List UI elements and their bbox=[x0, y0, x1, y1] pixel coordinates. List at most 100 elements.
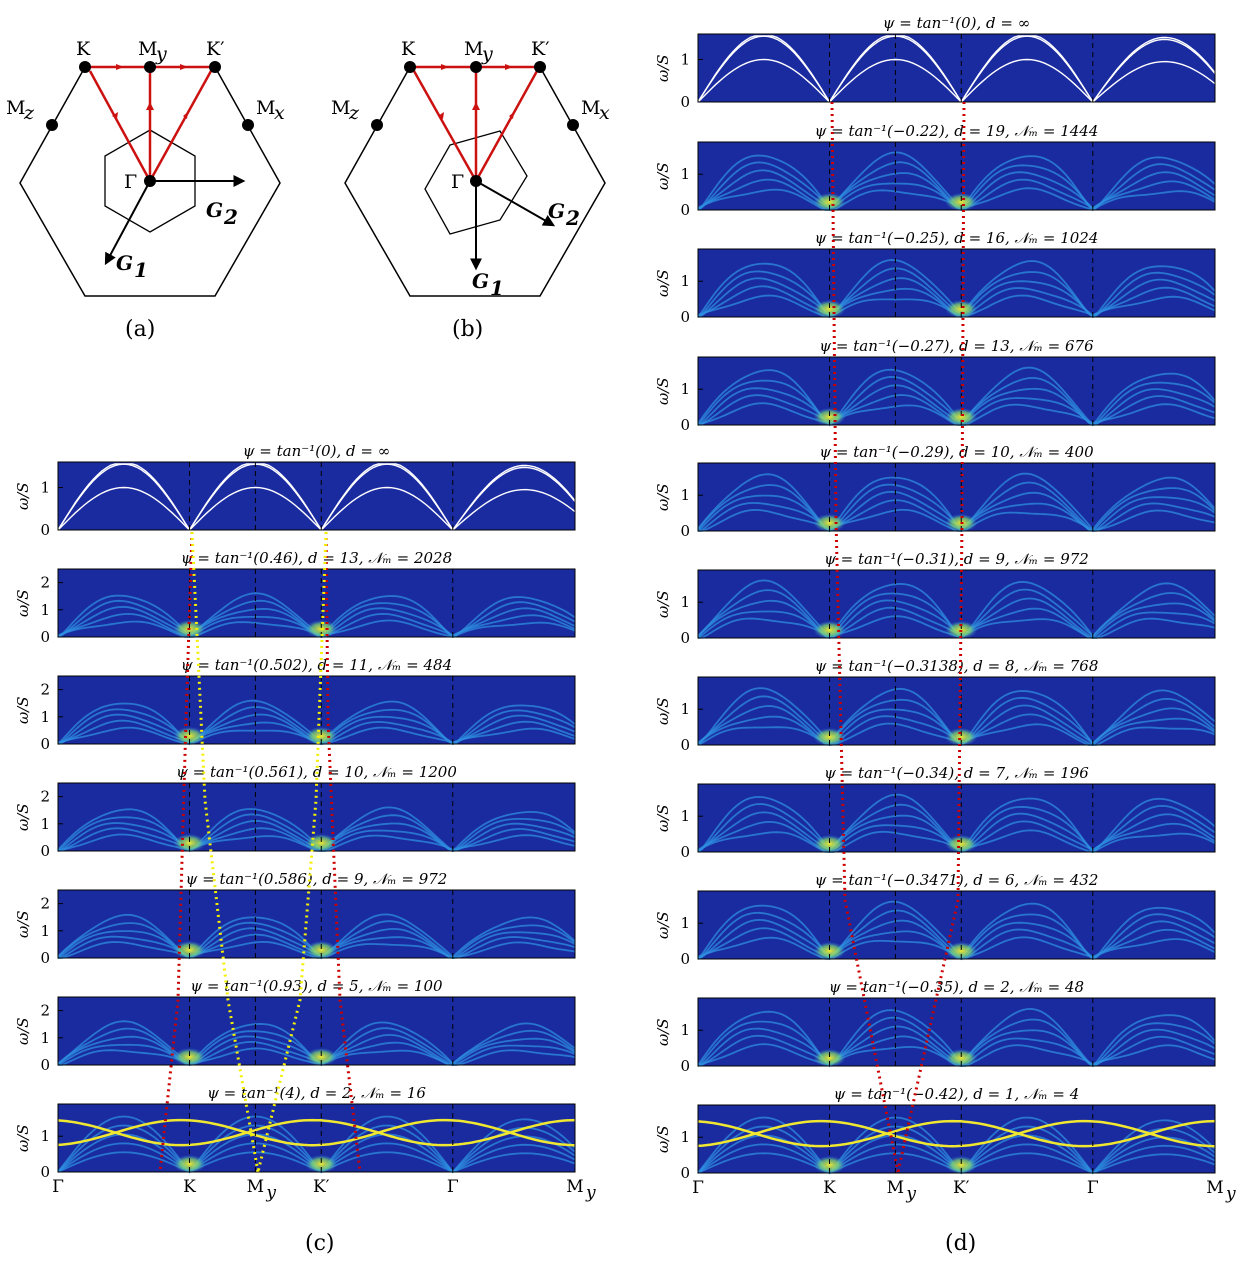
guide-lines bbox=[158, 101, 966, 1173]
y-axis-label: ω/S bbox=[14, 1124, 32, 1152]
x-tick-label: Γ bbox=[692, 1178, 704, 1198]
y-tick-label: 0 bbox=[680, 522, 690, 540]
y-tick-label: 0 bbox=[40, 949, 50, 967]
spectrum-panels: ψ = tan⁻¹(0), d = ∞01ω/Sψ = tan⁻¹(0.46),… bbox=[14, 14, 1216, 1182]
low-energy-peak bbox=[305, 1155, 338, 1173]
y-tick-label: 1 bbox=[680, 914, 690, 932]
label-k: K bbox=[76, 38, 91, 60]
y-tick-label: 1 bbox=[680, 272, 690, 290]
label-g2: G bbox=[206, 198, 223, 222]
panel-frame bbox=[57, 1103, 576, 1173]
caption-d: (d) bbox=[945, 1231, 976, 1256]
point-kp bbox=[209, 61, 221, 73]
red-guide-right bbox=[896, 101, 966, 1173]
flat-band bbox=[57, 1118, 576, 1147]
panel-title: ψ = tan⁻¹(4), d = 2, 𝒩ₘ = 16 bbox=[207, 1084, 426, 1102]
label-g2-sub: 2 bbox=[565, 206, 580, 230]
label-m: M bbox=[138, 38, 157, 60]
flat-band bbox=[57, 1118, 576, 1147]
low-energy-peak bbox=[945, 835, 978, 853]
panel-title: ψ = tan⁻¹(0.586), d = 9, 𝒩ₘ = 972 bbox=[186, 870, 448, 888]
bz-panel-a: K M y K′ M z M x Γ G 2 G 1 (a) bbox=[6, 38, 285, 342]
y-tick-label: 1 bbox=[680, 1128, 690, 1146]
y-tick-label: 0 bbox=[680, 416, 690, 434]
inner-hexagon bbox=[424, 130, 528, 235]
label-g1-sub: 1 bbox=[490, 276, 504, 300]
panel-frame bbox=[697, 1104, 1216, 1174]
panel-title: ψ = tan⁻¹(0.93), d = 5, 𝒩ₘ = 100 bbox=[190, 977, 443, 995]
y-tick-label: 0 bbox=[680, 736, 690, 754]
y-tick-label: 1 bbox=[40, 708, 50, 726]
path-arrowheads bbox=[112, 64, 188, 119]
panel-title: ψ = tan⁻¹(−0.29), d = 10, 𝒩ₘ = 400 bbox=[819, 443, 1094, 461]
label-kp: K′ bbox=[531, 38, 550, 60]
x-tick-label: K′ bbox=[313, 1177, 330, 1197]
panel-frame bbox=[57, 782, 576, 852]
y-tick-label: 0 bbox=[680, 629, 690, 647]
bz-panel-b: K M y K′ M z M x Γ G 2 G 1 (b) bbox=[331, 38, 610, 342]
y-axis-label: ω/S bbox=[14, 1017, 32, 1045]
low-energy-peak bbox=[945, 408, 978, 426]
low-energy-peak bbox=[813, 1156, 846, 1174]
point-mx bbox=[242, 119, 254, 131]
panel-title: ψ = tan⁻¹(−0.35), d = 2, 𝒩ₘ = 48 bbox=[829, 978, 1084, 996]
x-tick-label: K′ bbox=[953, 1178, 970, 1198]
panel-title: ψ = tan⁻¹(−0.34), d = 7, 𝒩ₘ = 196 bbox=[824, 764, 1089, 782]
panel-frame bbox=[57, 996, 576, 1066]
x-tick-label-sub: y bbox=[265, 1183, 276, 1203]
y-axis-label: ω/S bbox=[14, 482, 32, 510]
label-gamma: Γ bbox=[451, 171, 464, 193]
point-mx bbox=[567, 119, 579, 131]
panel-frame bbox=[697, 997, 1216, 1067]
label-g1-sub: 1 bbox=[134, 258, 148, 282]
panel-frame bbox=[697, 569, 1216, 639]
y-tick-label: 1 bbox=[680, 51, 690, 69]
y-tick-label: 1 bbox=[680, 593, 690, 611]
panel-title: ψ = tan⁻¹(−0.31), d = 9, 𝒩ₘ = 972 bbox=[824, 550, 1089, 568]
y-tick-label: 2 bbox=[40, 895, 50, 913]
caption-b: (b) bbox=[452, 317, 483, 342]
spectrum-panel: ψ = tan⁻¹(0), d = ∞01ω/S bbox=[14, 442, 576, 539]
x-tick-label: M bbox=[887, 1178, 904, 1198]
point-my bbox=[470, 61, 482, 73]
y-tick-label: 0 bbox=[40, 1056, 50, 1074]
point-k bbox=[404, 61, 416, 73]
y-tick-label: 0 bbox=[680, 1164, 690, 1182]
point-kp bbox=[534, 61, 546, 73]
low-energy-peak bbox=[813, 193, 846, 211]
y-tick-label: 0 bbox=[680, 950, 690, 968]
point-gamma bbox=[144, 175, 156, 187]
y-tick-label: 0 bbox=[40, 735, 50, 753]
label-kp: K′ bbox=[206, 38, 225, 60]
label-m-sub: y bbox=[155, 43, 167, 65]
label-mz: M bbox=[6, 97, 25, 119]
low-energy-peak bbox=[813, 300, 846, 318]
low-energy-peak bbox=[173, 1155, 206, 1173]
y-axis-label: ω/S bbox=[654, 697, 672, 725]
panel-frame bbox=[697, 33, 1216, 103]
y-tick-label: 1 bbox=[680, 486, 690, 504]
path-gamma-k bbox=[88, 70, 152, 182]
panel-title: ψ = tan⁻¹(−0.27), d = 13, 𝒩ₘ = 676 bbox=[819, 337, 1094, 355]
panel-background bbox=[698, 34, 1215, 102]
low-energy-peak bbox=[305, 941, 338, 959]
path-gamma-kp bbox=[148, 70, 213, 182]
y-tick-label: 1 bbox=[680, 700, 690, 718]
y-axis-label: ω/S bbox=[654, 483, 672, 511]
label-mz-sub: z bbox=[348, 102, 360, 124]
flat-band bbox=[697, 1119, 1216, 1148]
low-energy-peak bbox=[305, 1048, 338, 1066]
y-tick-label: 1 bbox=[40, 815, 50, 833]
x-tick-label: K bbox=[183, 1177, 196, 1197]
low-energy-peak bbox=[813, 942, 846, 960]
panel-background bbox=[58, 462, 575, 530]
y-tick-label: 1 bbox=[40, 1127, 50, 1145]
y-axis-label: ω/S bbox=[14, 696, 32, 724]
y-axis-label: ω/S bbox=[654, 54, 672, 82]
